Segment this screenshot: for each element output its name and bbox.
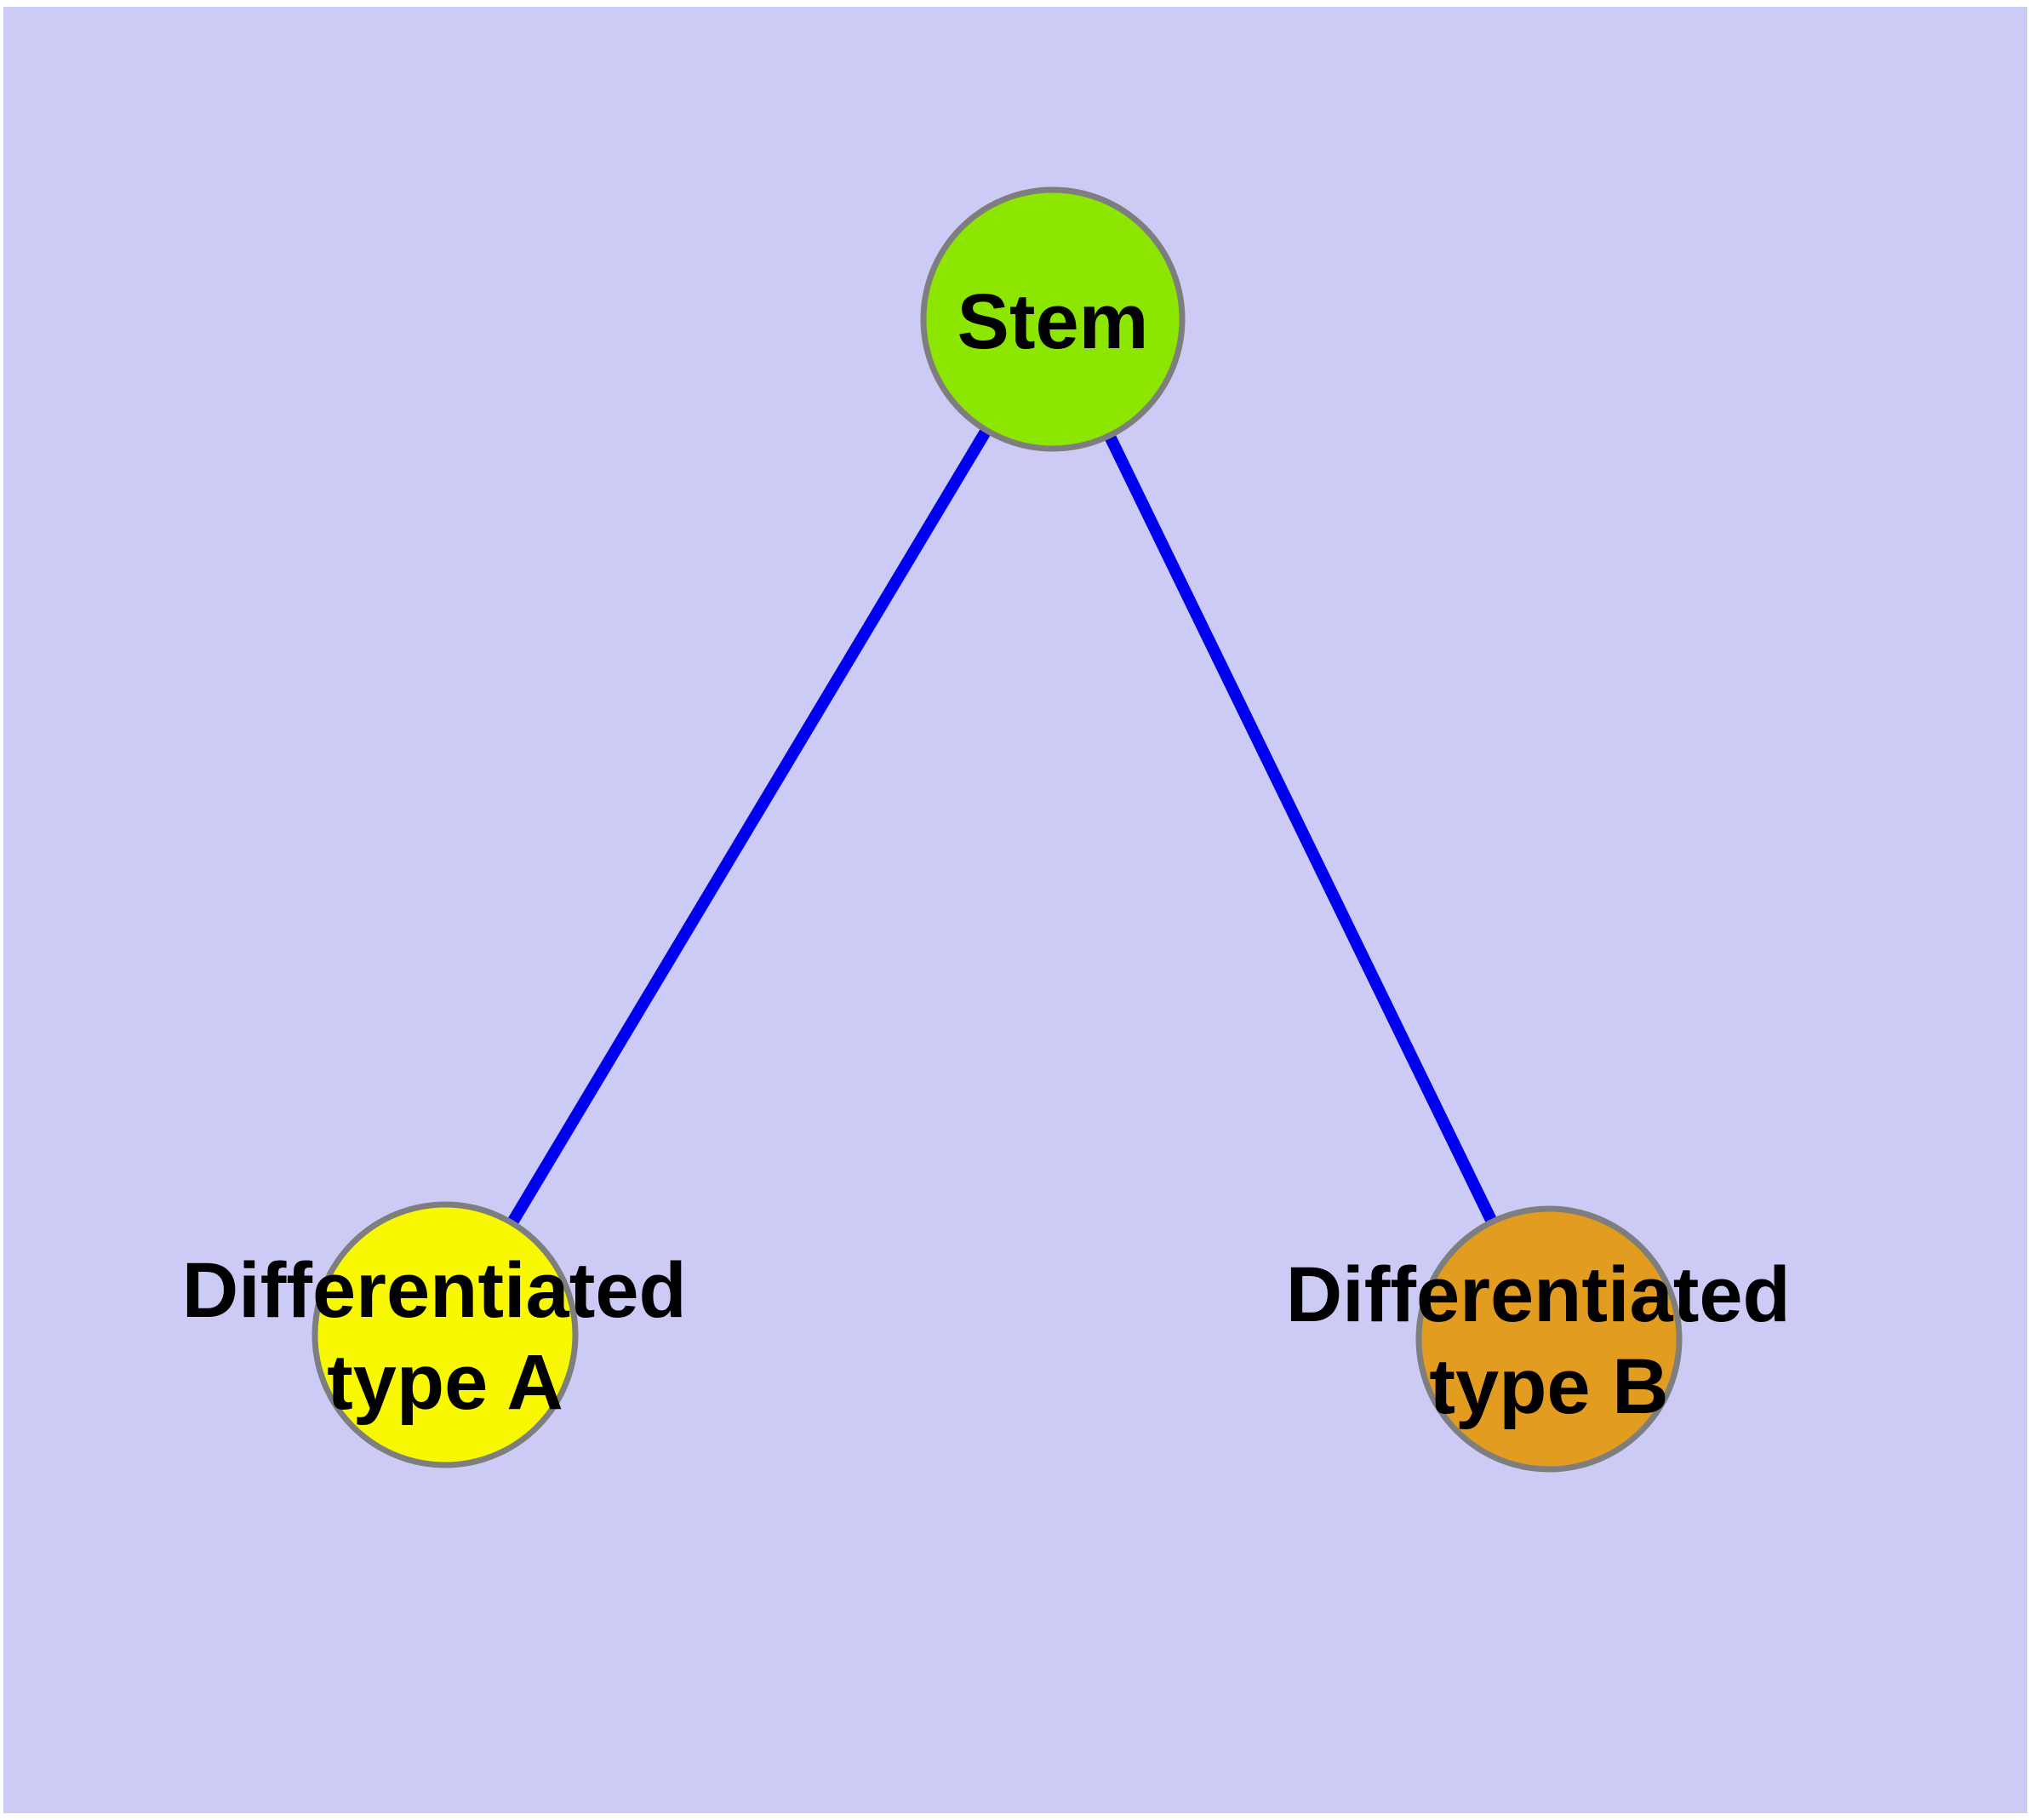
edge-stem-to-type-a (439, 316, 1059, 1338)
node-type-a-label: Differentiated type A (182, 1247, 709, 1426)
node-stem-label: Stem (957, 278, 1149, 365)
node-type-b-label-line2: type B (1429, 1343, 1668, 1430)
node-stem-circle[interactable] (920, 186, 1186, 452)
node-stem[interactable]: Stem (920, 186, 1186, 452)
node-type-b-label: Differentiated type B (1286, 1251, 1813, 1430)
node-type-a-label-line2: type A (327, 1339, 563, 1426)
node-type-a[interactable]: Differentiated type A (182, 1201, 709, 1468)
edge-stem-to-type-b (1047, 316, 1555, 1342)
node-type-a-label-line1: Differentiated (182, 1247, 687, 1334)
node-type-a-circle[interactable] (311, 1201, 579, 1468)
node-type-b-label-line1: Differentiated (1286, 1251, 1791, 1338)
node-type-b-circle[interactable] (1415, 1205, 1683, 1473)
edge-layer (439, 316, 1555, 1342)
node-type-b[interactable]: Differentiated type B (1286, 1205, 1813, 1473)
